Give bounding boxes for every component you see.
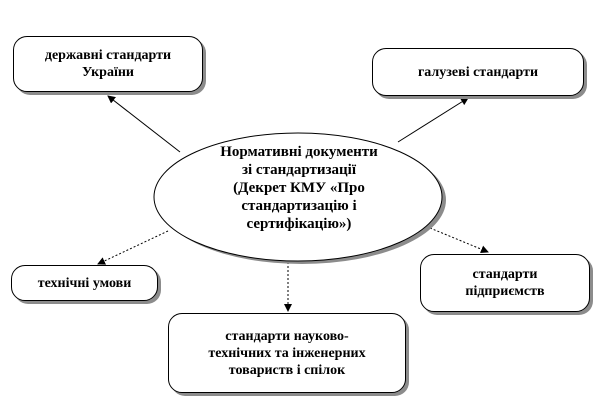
arrow-to-state-standards — [107, 95, 181, 153]
arrow-to-enterprise-standards — [429, 227, 489, 254]
arrow-to-branch-standards — [397, 97, 469, 143]
node-technical-conditions: технічні умови — [11, 265, 158, 301]
node-scientific-societies-standards: стандарти науково- технічних та інженерн… — [168, 313, 406, 393]
node-state-standards: державні стандарти України — [13, 36, 203, 92]
arrow-to-technical-conditions — [97, 230, 169, 265]
node-enterprise-standards: стандарти підприємств — [420, 254, 590, 312]
center-ellipse — [153, 132, 443, 262]
node-branch-standards: галузеві стандарти — [372, 48, 584, 96]
center-node-label: Нормативні документи зі стандартизації (… — [220, 144, 378, 232]
